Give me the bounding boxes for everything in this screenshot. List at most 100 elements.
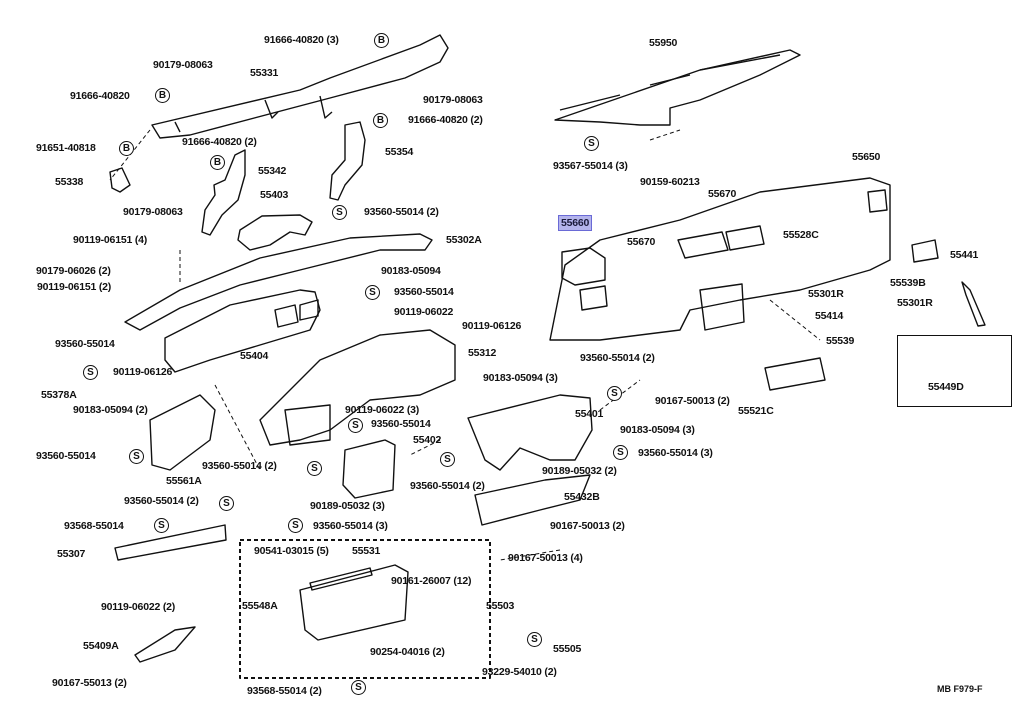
screw-marker-icon: S [307,461,322,476]
part-label[interactable]: 55312 [468,347,497,359]
part-label[interactable]: 55378A [41,389,77,401]
part-label[interactable]: 55409A [83,640,119,652]
part-label[interactable]: 55342 [258,165,287,177]
part-label[interactable]: 55404 [240,350,269,362]
part-label[interactable]: 93560-55014 (2) [124,495,199,507]
part-label[interactable]: 90179-08063 [423,94,483,106]
bolt-marker-icon: B [374,33,389,48]
part-label[interactable]: 90254-04016 (2) [370,646,445,658]
part-label[interactable]: 55503 [486,600,515,612]
part-label[interactable]: 93567-55014 (3) [553,160,628,172]
part-label[interactable]: 55539 [826,335,855,347]
screw-marker-icon: S [527,632,542,647]
part-label[interactable]: 90167-50013 (4) [508,552,583,564]
part-label[interactable]: 55331 [250,67,279,79]
part-label[interactable]: 55539B [890,277,926,289]
bolt-marker-icon: B [155,88,170,103]
lower-panel-left [149,394,216,471]
part-label[interactable]: 55528C [783,229,819,241]
part-label[interactable]: 90119-06126 [462,320,522,332]
part-label[interactable]: 90183-05094 [381,265,441,277]
part-label[interactable]: 90119-06022 (2) [101,601,176,613]
part-label[interactable]: 90179-08063 [153,59,213,71]
screw-marker-icon: S [440,452,455,467]
cover-55403 [237,214,313,251]
bolt-marker-icon: B [210,155,225,170]
part-label[interactable]: 55338 [55,176,84,188]
part-label[interactable]: 55505 [553,643,582,655]
register-55670 [677,225,765,259]
part-label[interactable]: 55521C [738,405,774,417]
part-label[interactable]: 90119-06126 [113,366,173,378]
part-label[interactable]: 93560-55014 (3) [638,447,713,459]
part-label[interactable]: 55432B [564,491,600,503]
part-label[interactable]: 93560-55014 (3) [313,520,388,532]
part-label[interactable]: 55449D [928,381,964,393]
part-label[interactable]: 55548A [242,600,278,612]
part-label[interactable]: 90159-60213 [640,176,700,188]
part-label[interactable]: 55307 [57,548,86,560]
switch-55441 [911,239,939,263]
part-label[interactable]: 90167-50013 (2) [655,395,730,407]
part-label[interactable]: 90183-05094 (2) [73,404,148,416]
part-label[interactable]: 93568-55014 [64,520,124,532]
part-label[interactable]: 93560-55014 [394,286,454,298]
part-label[interactable]: 90119-06022 (3) [345,404,420,416]
part-label[interactable]: 90161-26007 (12) [391,575,472,587]
part-label[interactable]: 55441 [950,249,979,261]
part-label[interactable]: 90189-05032 (2) [542,465,617,477]
part-label[interactable]: 90167-50013 (2) [550,520,625,532]
part-label[interactable]: 55414 [815,310,844,322]
part-label[interactable]: 91666-40820 (2) [182,136,257,148]
part-label[interactable]: 93560-55014 (2) [202,460,277,472]
screw-marker-icon: S [219,496,234,511]
part-label[interactable]: 90119-06022 [394,306,454,318]
part-label[interactable]: 93560-55014 [371,418,431,430]
part-label[interactable]: 93560-55014 (2) [580,352,655,364]
part-label[interactable]: 90541-03015 (5) [254,545,329,557]
part-label-highlighted[interactable]: 55660 [558,215,593,231]
inset-box-55449D [897,335,1012,407]
part-label[interactable]: 93560-55014 (2) [410,480,485,492]
part-label[interactable]: 55403 [260,189,289,201]
part-label[interactable]: 55561A [166,475,202,487]
part-label[interactable]: 91666-40820 [70,90,130,102]
part-label[interactable]: 90179-08063 [123,206,183,218]
part-label[interactable]: 93229-54010 (2) [482,666,557,678]
part-label[interactable]: 91666-40820 (3) [264,34,339,46]
part-label[interactable]: 90179-06026 (2) [36,265,111,277]
part-label[interactable]: 90119-06151 (2) [37,281,112,293]
center-brace-55312 [259,329,456,446]
part-label[interactable]: 90119-06151 (4) [73,234,148,246]
instrument-panel-55404 [164,289,321,373]
part-label[interactable]: 91666-40820 (2) [408,114,483,126]
part-label[interactable]: 55302A [446,234,482,246]
defroster-nozzle-55950 [554,49,801,126]
screw-marker-icon: S [351,680,366,695]
part-label[interactable]: 55401 [575,408,604,420]
arrow [961,281,986,327]
part-label[interactable]: 55670 [627,236,656,248]
bracket-55338 [109,167,131,193]
part-label[interactable]: 90183-05094 (3) [620,424,695,436]
part-label[interactable]: 55402 [413,434,442,446]
part-label[interactable]: 93560-55014 [55,338,115,350]
part-label[interactable]: 55650 [852,151,881,163]
part-label[interactable]: 93560-55014 [36,450,96,462]
part-label[interactable]: 93568-55014 (2) [247,685,322,697]
part-label[interactable]: 55531 [352,545,381,557]
part-label[interactable]: 55670 [708,188,737,200]
part-label[interactable]: 55301R [897,297,933,309]
screw-marker-icon: S [348,418,363,433]
part-label[interactable]: 90183-05094 (3) [483,372,558,384]
part-label[interactable]: 91651-40818 [36,142,96,154]
part-label[interactable]: 90189-05032 (3) [310,500,385,512]
screw-marker-icon: S [365,285,380,300]
part-label[interactable]: 90167-55013 (2) [52,677,127,689]
part-label[interactable]: 55354 [385,146,414,158]
part-label[interactable]: 55301R [808,288,844,300]
part-label[interactable]: 55950 [649,37,678,49]
instrument-panel-right [549,177,891,341]
screw-marker-icon: S [83,365,98,380]
part-label[interactable]: 93560-55014 (2) [364,206,439,218]
